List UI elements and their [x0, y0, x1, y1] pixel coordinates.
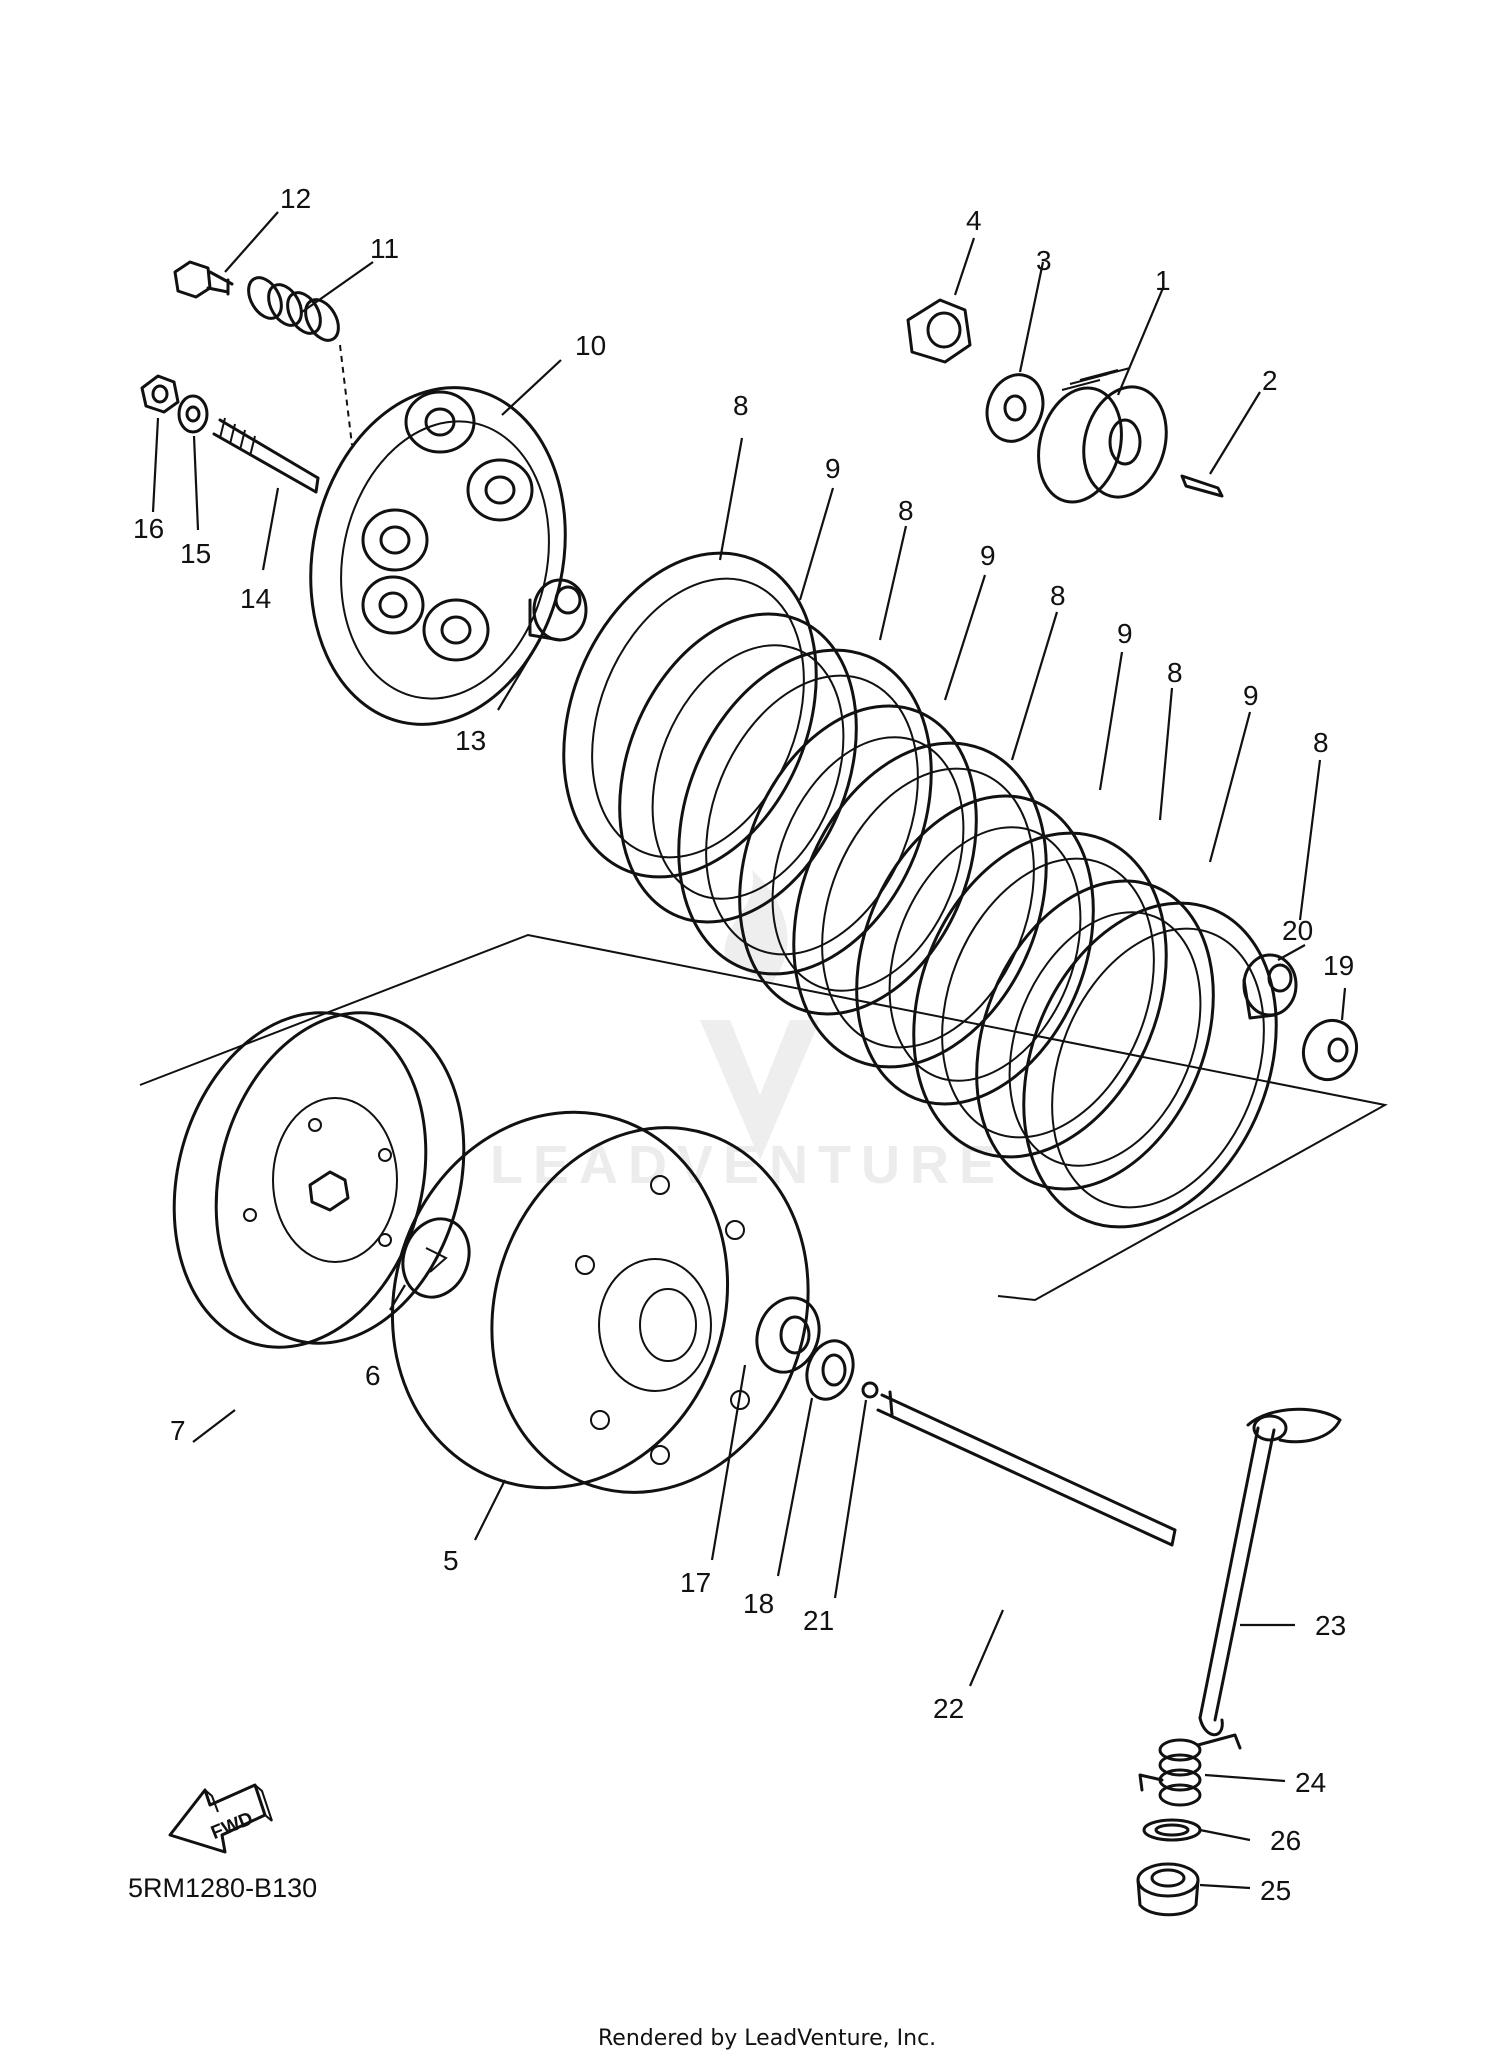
part-23-push-lever-shaft [1198, 1407, 1342, 1737]
callout-7: 7 [170, 1415, 186, 1446]
part-9-clutch-plate-2 [738, 704, 978, 1016]
part-24-spring [1138, 1733, 1242, 1807]
part-8-friction-plate-2 [677, 648, 933, 976]
part-10-pressure-plate [309, 386, 567, 726]
callout-20: 20 [1282, 915, 1313, 946]
callout-1: 1 [1155, 265, 1171, 296]
callout-25: 25 [1260, 1875, 1291, 1906]
part-26-washer [1142, 1818, 1202, 1842]
clutch-plate-stack [562, 551, 1278, 1229]
part-12-bolt [173, 260, 234, 299]
callout-8-c: 8 [1050, 580, 1066, 611]
part-22-push-rod [876, 1390, 1177, 1547]
part-13-collar [528, 578, 588, 642]
part-8-friction-plate-4 [912, 831, 1168, 1159]
callout-3: 3 [1036, 245, 1052, 276]
part-1-primary-gear [1037, 367, 1168, 504]
part-3-washer [985, 373, 1045, 443]
part-14-push-rod [212, 417, 320, 494]
callout-8-a: 8 [733, 390, 749, 421]
callout-11: 11 [370, 233, 399, 264]
part-9-clutch-plate-4 [975, 879, 1215, 1191]
callout-8-b: 8 [898, 495, 914, 526]
part-19-lock-washer [1302, 1018, 1358, 1082]
part-8-friction-plate-5 [1022, 901, 1278, 1229]
part-4-nut [906, 298, 972, 364]
part-6-washer [401, 1217, 471, 1299]
part-15-washer [177, 394, 209, 434]
part-17-thrust-washer [755, 1296, 821, 1374]
watermark-text: LEADVENTURE [490, 1135, 1005, 1195]
part-7-clutch-boss [172, 1011, 466, 1349]
callout-26: 26 [1270, 1825, 1301, 1856]
callout-24: 24 [1295, 1767, 1326, 1798]
part-11-spring [247, 276, 353, 446]
callout-5: 5 [443, 1545, 459, 1576]
callout-9-d: 9 [1243, 680, 1259, 711]
diagram-code: 5RM1280-B130 [128, 1873, 317, 1903]
callout-23: 23 [1315, 1610, 1346, 1641]
watermark: LEADVENTURE [490, 870, 1005, 1195]
callout-22: 22 [933, 1693, 964, 1724]
callout-2: 2 [1262, 365, 1278, 396]
footer-credit: Rendered by LeadVenture, Inc. [598, 2026, 936, 2051]
callout-6: 6 [365, 1360, 381, 1391]
callout-12: 12 [280, 183, 311, 214]
callout-8-d: 8 [1167, 657, 1183, 688]
callout-8-e: 8 [1313, 727, 1329, 758]
callout-4: 4 [966, 205, 982, 236]
callout-18: 18 [743, 1588, 774, 1619]
part-16-nut [140, 374, 180, 414]
callout-21: 21 [803, 1605, 834, 1636]
part-18-washer [805, 1339, 855, 1401]
part-9-clutch-plate-3 [855, 794, 1095, 1106]
callout-13: 13 [455, 725, 486, 756]
callout-16: 16 [133, 513, 164, 544]
assembly-outline [139, 933, 1388, 1302]
part-9-clutch-plate-1 [618, 612, 858, 924]
callout-9-b: 9 [980, 540, 996, 571]
callout-10: 10 [575, 330, 606, 361]
part-21-ball [861, 1381, 879, 1399]
callout-14: 14 [240, 583, 271, 614]
callout-labels: 1 2 3 4 5 6 7 8 8 8 8 8 9 9 9 9 10 11 12… [133, 183, 1354, 1906]
fwd-label: FWD [208, 1808, 256, 1844]
callout-19: 19 [1323, 950, 1354, 981]
leader-lines [151, 211, 1347, 1890]
callout-17: 17 [680, 1567, 711, 1598]
fwd-arrow-icon: FWD [168, 1783, 273, 1854]
callout-9-c: 9 [1117, 618, 1133, 649]
part-8-friction-plate-1 [562, 551, 818, 879]
callout-15: 15 [180, 538, 211, 569]
callout-9-a: 9 [825, 453, 841, 484]
part-2-key [1180, 474, 1224, 498]
part-20-collar [1242, 953, 1298, 1020]
part-25-oil-seal [1136, 1862, 1200, 1917]
part-5-clutch-housing [390, 1110, 810, 1494]
